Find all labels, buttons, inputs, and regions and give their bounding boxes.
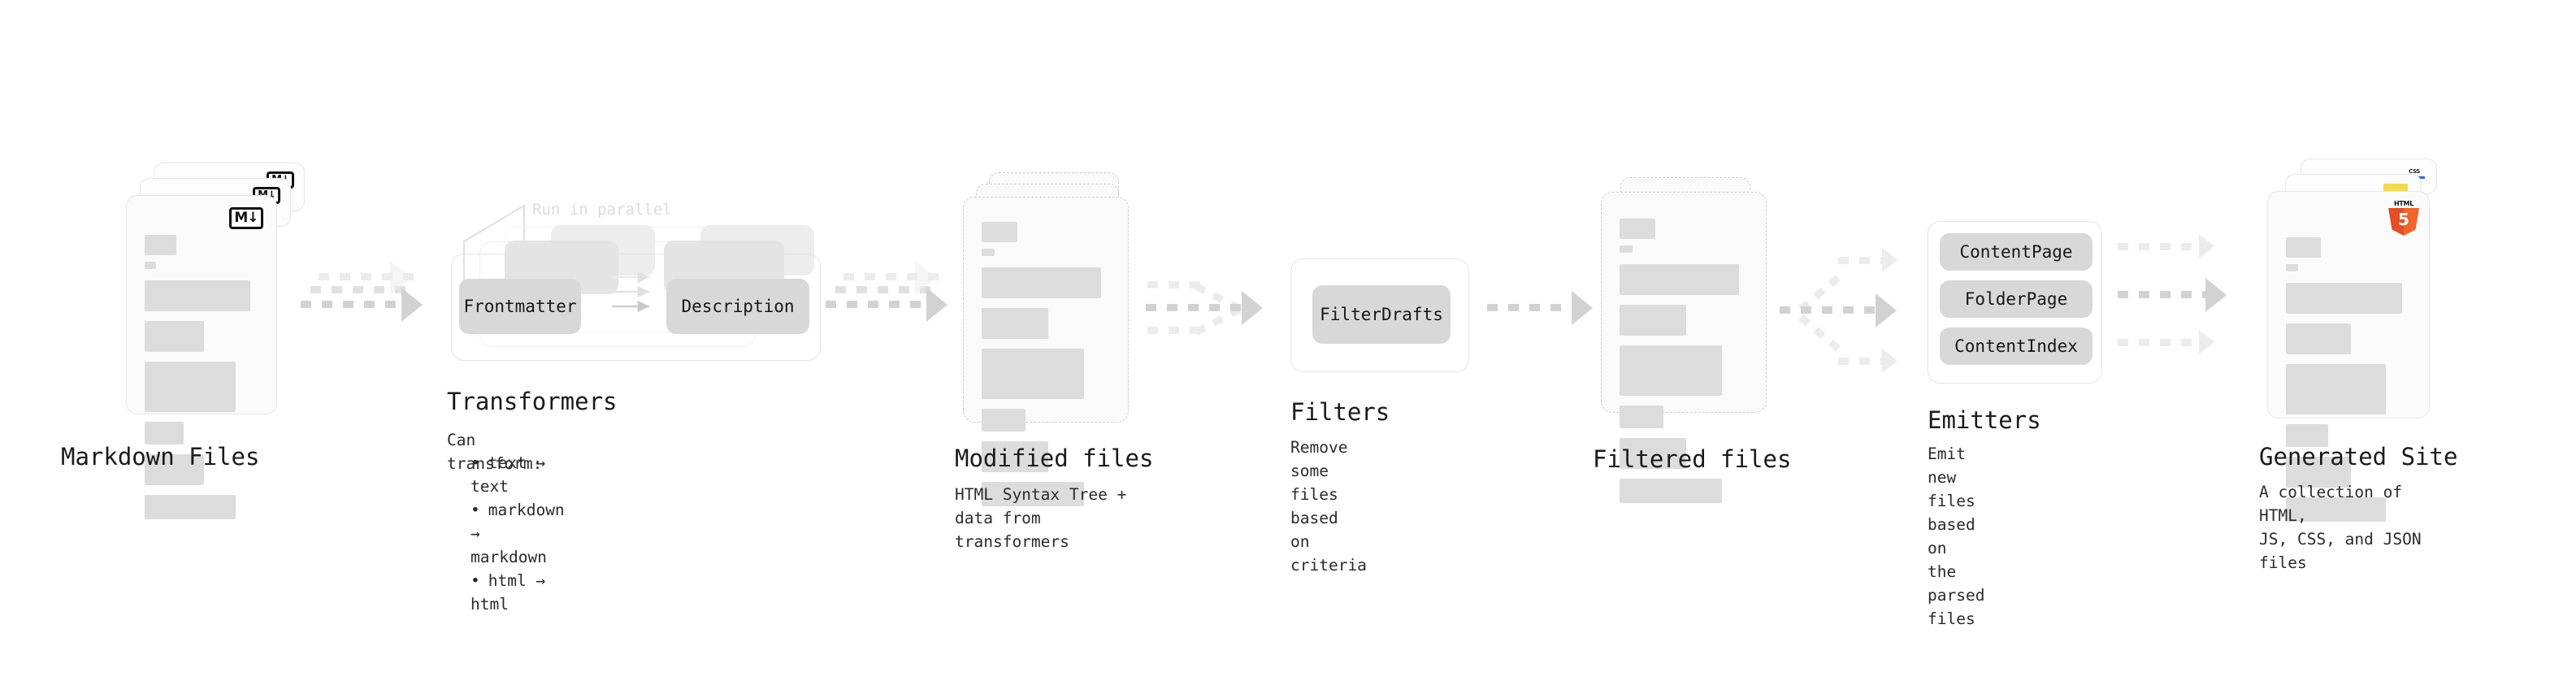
stage-title-filtered-files: Filtered files [1593,445,1792,473]
html5-icon: HTML 5 [2388,200,2419,236]
connector-emitters-to-site [2113,232,2275,386]
card-skeleton-line [1620,406,1663,428]
card-skeleton-line [1620,305,1687,336]
card-skeleton-line [145,362,236,412]
stage-subtitle-generated-site: A collection of HTML, JS, CSS, and JSON … [2259,483,2422,572]
connector-transformers-to-modified [821,261,967,349]
run-in-parallel-bracket [462,204,526,288]
filtered-card-lines [1620,219,1748,503]
emitter-pill-contentindex[interactable]: ContentIndex [1940,327,2092,365]
emitter-pill-folderpage[interactable]: FolderPage [1940,280,2092,318]
card-skeleton-line [145,280,251,311]
transformer-pill-frontmatter[interactable]: Frontmatter [459,279,581,334]
filtered-card-front [1601,192,1767,503]
card-skeleton-line [2286,364,2387,414]
site-card-stack: CSS HTML 5 [2267,158,2458,522]
stage-title-modified-files: Modified files [955,445,1154,472]
card-skeleton-line [2286,497,2387,522]
card-skeleton-line [982,308,1049,339]
card-skeleton-line [1620,219,1656,239]
card-skeleton-line [145,262,156,269]
stage-filtered-files: Filtered files [1593,177,1791,503]
card-skeleton-line [2286,283,2403,314]
site-card-lines [2286,237,2411,522]
card-skeleton-line [1620,438,1687,469]
stage-subtitle-emitters: Emit new files based on the parsed files [1928,445,1985,628]
filters-group-box: FilterDrafts [1290,258,1469,372]
card-skeleton-line [145,422,184,445]
card-skeleton-line [145,235,177,255]
stage-modified-files: Modified files HTML Syntax Tree + data f… [955,172,1153,551]
card-skeleton-line [145,321,204,352]
card-skeleton-line [982,222,1018,242]
stage-subtitle-modified-files: HTML Syntax Tree + data from transformer… [955,485,1127,551]
modified-card-front [963,197,1129,506]
transformer-inner-arrows [612,272,649,313]
stage-title-filters: Filters [1290,398,1390,426]
card-skeleton-line [1620,245,1633,253]
stage-title-markdown-files: Markdown Files [61,443,260,471]
transformers-bullet-0: text → text [459,451,565,498]
modified-card-stack [963,172,1138,506]
run-in-parallel-label: Run in parallel [532,201,672,219]
card-skeleton-line [982,249,995,256]
card-skeleton-line [982,267,1101,298]
modified-card-lines [982,222,1110,506]
connector-filters-to-filtered [1487,288,1617,354]
filter-pill-filterdrafts[interactable]: FilterDrafts [1312,285,1451,344]
stage-markdown-files: M↓ M↓ M↓ Markdown Files [61,163,305,519]
card-skeleton-line [982,349,1085,399]
markdown-card-front: M↓ [126,195,277,519]
card-skeleton-line [1620,345,1723,396]
card-skeleton-line [2286,264,2299,271]
card-skeleton-line [145,454,204,485]
connector-markdown-to-transformers [301,261,447,349]
card-skeleton-line [1620,264,1739,295]
stage-generated-site: CSS HTML 5 [2259,158,2458,572]
connector-filtered-to-emitters [1780,236,1926,382]
markdown-badge-icon: M↓ [229,207,263,229]
card-skeleton-line [2286,323,2352,354]
stage-title-generated-site: Generated Site [2259,443,2458,471]
markdown-card-lines [145,235,258,519]
stage-title-emitters: Emitters [1928,406,2041,434]
emitter-pill-contentpage[interactable]: ContentPage [1940,233,2092,271]
card-skeleton-line [982,409,1026,432]
markdown-card-stack: M↓ M↓ M↓ [126,163,305,519]
card-skeleton-line [2286,457,2352,488]
emitters-group-box: ContentPage FolderPage ContentIndex [1928,221,2102,384]
card-skeleton-line [145,495,236,519]
markdown-icon-glyph: M↓ [229,207,263,229]
transformer-pill-description[interactable]: Description [666,279,809,334]
stage-subtitle-filters: Remove some files based on criteria [1290,438,1367,575]
connector-modified-to-filters [1138,260,1292,374]
filtered-card-stack [1601,177,1776,503]
transformers-bullet-1: markdown → markdown [459,498,565,569]
card-skeleton-line [982,482,1085,506]
stage-title-transformers: Transformers [447,388,618,415]
transformers-bullet-list: text → text markdown → markdown html → h… [459,451,565,616]
card-skeleton-line [982,441,1049,472]
card-skeleton-line [2286,237,2322,258]
card-skeleton-line [1620,479,1723,503]
card-skeleton-line [2286,424,2329,447]
transformers-bullet-2: html → html [459,569,565,616]
transformer-group-front [451,254,821,361]
site-card-front: HTML 5 [2267,191,2430,522]
